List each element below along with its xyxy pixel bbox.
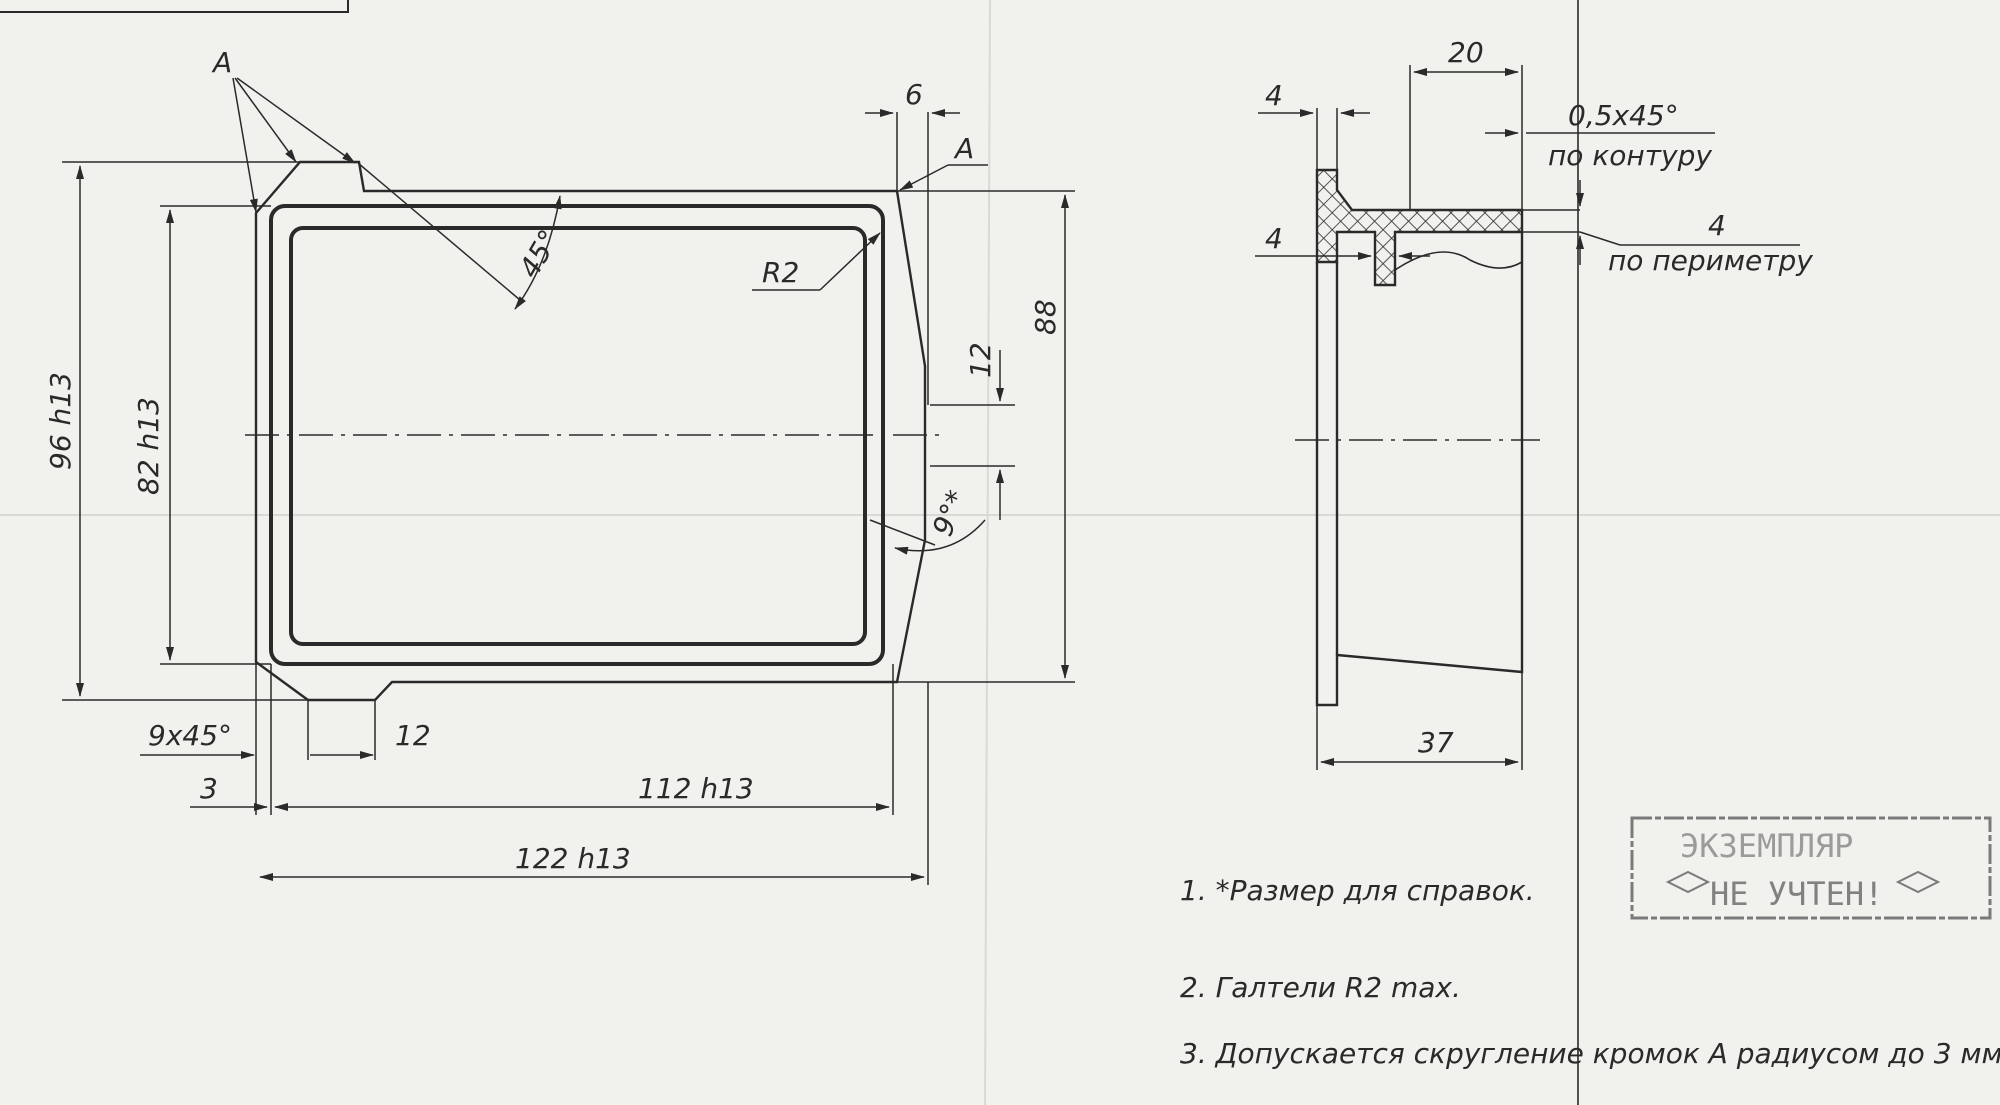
stamp-diamond-left	[1665, 870, 1711, 894]
dim-96h13: 96 h13	[44, 372, 77, 470]
dim-4-mid: 4	[1265, 222, 1283, 255]
dim-chamfer-side: 0,5x45°	[1568, 99, 1679, 132]
side-view-labels: 20 4 4 0,5x45° по контуру 4 по периметру…	[1265, 36, 1813, 759]
title-block-fragment	[0, 0, 349, 13]
note-2: 2. Галтели R2 max.	[1180, 971, 1461, 1004]
dim-88: 88	[1029, 299, 1062, 335]
label-a-left: A	[211, 46, 232, 79]
stamp-line-1: ЭКЗЕМПЛЯР	[1680, 827, 1853, 865]
stamp: ЭКЗЕМПЛЯР НЕ УЧТЕН!	[1630, 816, 1992, 920]
note-1: 1. *Размер для справок.	[1180, 874, 1535, 907]
dim-37: 37	[1418, 726, 1454, 759]
dim-12-right: 12	[964, 342, 997, 378]
body-outline	[1315, 232, 1524, 707]
dim-20: 20	[1448, 36, 1484, 69]
note-3: 3. Допускается скругление кромок А радиу…	[1180, 1037, 2000, 1070]
dim-chamfer-contour: по контуру	[1548, 139, 1712, 172]
dim-112h13: 112 h13	[638, 772, 754, 805]
label-a-right: A	[953, 132, 974, 165]
dim-45deg: 45°	[512, 224, 565, 283]
notes: 1. *Размер для справок. 2. Галтели R2 ma…	[1180, 874, 2000, 1070]
dim-9deg: 9°*	[926, 486, 974, 541]
dim-r2: R2	[762, 256, 799, 289]
front-view-labels: A A 6 45° R2 88 12 9°* 96 h13 82 h13 9x4…	[44, 46, 1062, 875]
dim-3: 3	[200, 772, 218, 805]
flange-outline	[254, 160, 927, 702]
stamp-diamond-right	[1895, 870, 1941, 894]
section-flange	[1315, 168, 1524, 287]
dim-chamfer: 9x45°	[148, 719, 232, 752]
stamp-line-2: НЕ УЧТЕН!	[1710, 875, 1883, 913]
bowl-inner	[289, 226, 867, 646]
dim-perimeter-value: 4	[1708, 209, 1726, 242]
dim-82h13: 82 h13	[132, 397, 165, 495]
side-view	[1255, 65, 1800, 770]
front-view	[62, 77, 1075, 885]
dim-perimeter-text: по периметру	[1608, 244, 1813, 277]
dim-4-top: 4	[1265, 79, 1283, 112]
dim-6: 6	[905, 78, 923, 111]
dim-122h13: 122 h13	[515, 842, 631, 875]
dim-12-bottom: 12	[395, 719, 431, 752]
break-line	[1394, 251, 1523, 271]
